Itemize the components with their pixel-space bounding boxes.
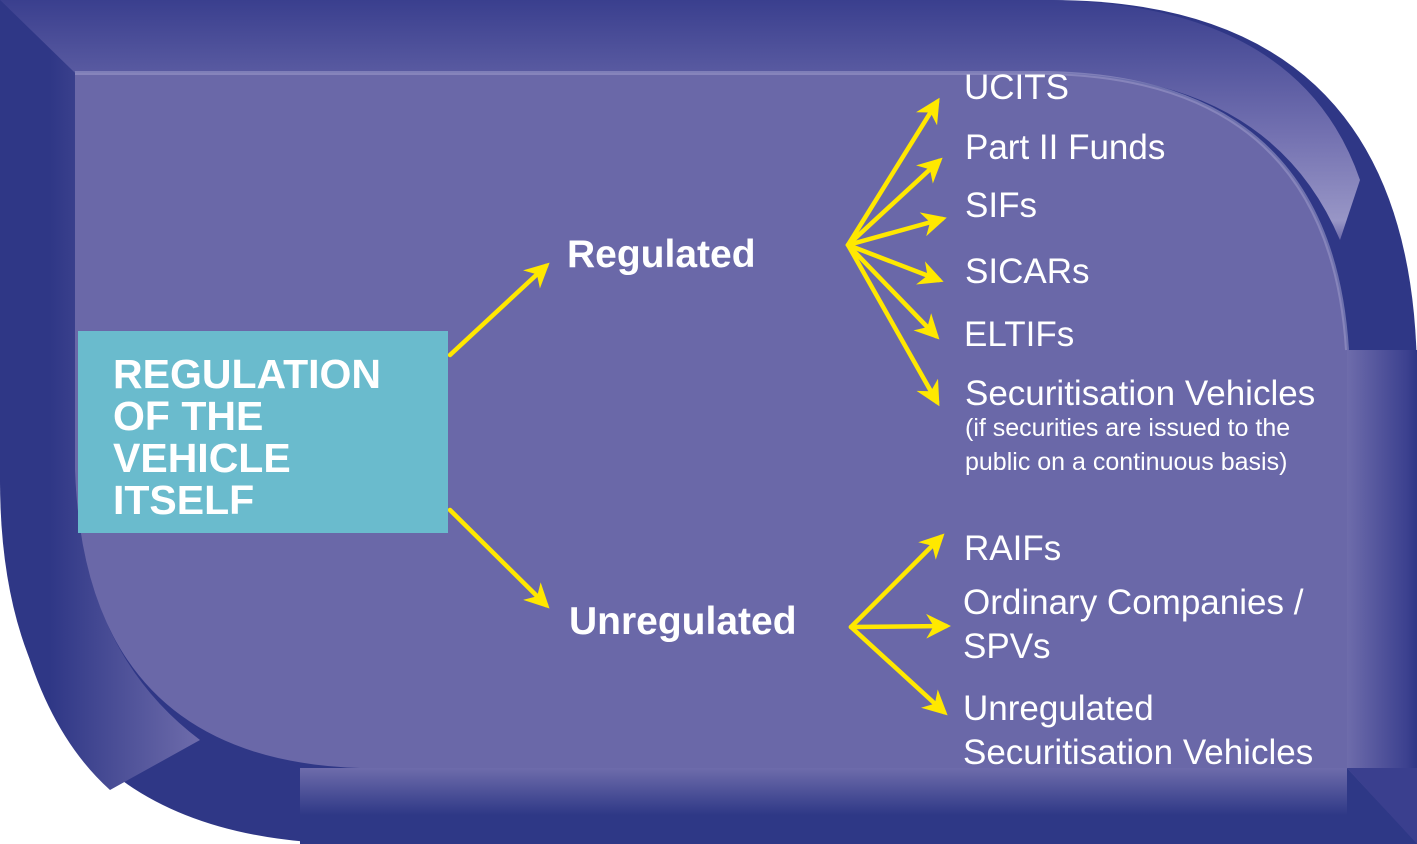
arrow-to-ordinary-companies — [848, 613, 951, 639]
arrow-to-unregulated — [447, 507, 550, 609]
root-node: REGULATION OF THE VEHICLE ITSELF — [78, 331, 448, 533]
bevel-top — [0, 0, 1360, 240]
item-ordinary-companies-line2: SPVs — [963, 627, 1051, 666]
arrow-to-unregulated-securitisation — [848, 624, 948, 716]
item-securitisation-vehicles: Securitisation Vehicles — [965, 374, 1316, 413]
item-raifs: RAIFs — [964, 529, 1062, 568]
arrow-to-sifs — [845, 212, 947, 248]
inner-panel — [75, 73, 1347, 768]
arrow-group — [447, 97, 951, 716]
arrow-to-regulated — [447, 262, 550, 358]
arrow-to-ucits — [845, 97, 940, 248]
arrow-to-securitisation-vehicles — [845, 242, 940, 407]
root-title: REGULATION OF THE VEHICLE ITSELF — [113, 351, 382, 523]
bevel-bottom-band — [300, 768, 1417, 844]
branch-regulated: Regulated — [567, 233, 756, 276]
bevel-right-band — [1347, 350, 1417, 768]
item-unregulated-securitisation-line2: Securitisation Vehicles — [963, 733, 1314, 772]
bevel-left — [0, 0, 200, 790]
arrow-to-eltifs — [845, 242, 940, 340]
panel-highlight — [75, 71, 1349, 351]
item-ordinary-companies: Ordinary Companies / — [963, 583, 1304, 622]
bevel-right-corner — [1347, 768, 1417, 844]
branch-unregulated: Unregulated — [569, 600, 797, 643]
item-sicars: SICARs — [965, 252, 1090, 291]
arrow-to-sicars — [845, 242, 944, 285]
item-ucits: UCITS — [964, 68, 1069, 107]
item-securitisation-note-line2: public on a continuous basis) — [965, 448, 1288, 476]
item-part-ii-funds: Part II Funds — [965, 128, 1166, 167]
item-eltifs: ELTIFs — [964, 315, 1075, 354]
item-sifs: SIFs — [965, 186, 1037, 225]
arrow-to-raifs — [848, 533, 945, 630]
item-securitisation-note-line1: (if securities are issued to the — [965, 414, 1291, 442]
arrow-to-part-ii-funds — [845, 157, 943, 248]
item-unregulated-securitisation: Unregulated — [963, 689, 1154, 728]
